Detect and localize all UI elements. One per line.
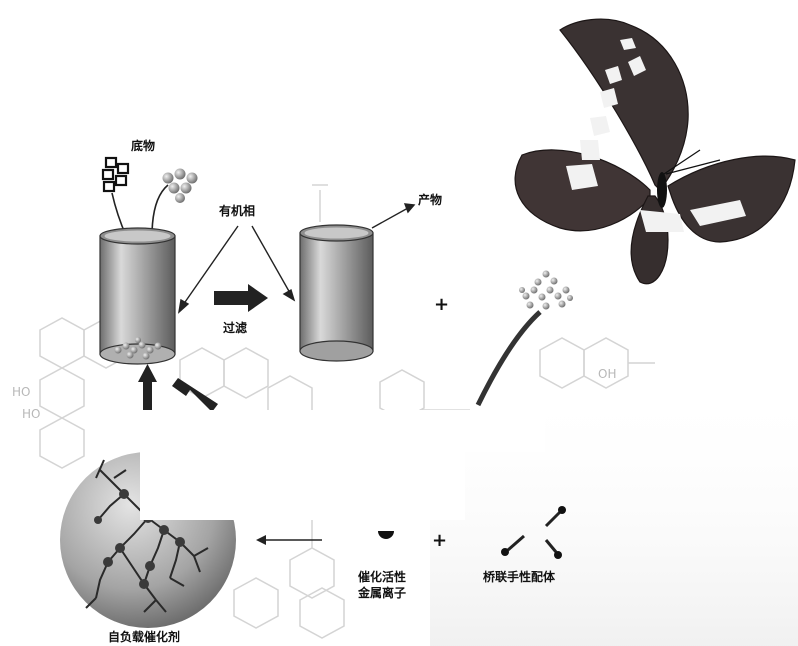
product-label: 产物 [418,192,442,207]
hydroxyl-label-3: OH [598,367,616,381]
butterfly-icon [515,19,795,284]
filter-label: 过滤 [223,320,247,335]
reactor-vessel-right [300,225,373,361]
nanoparticle-cluster-icon [519,271,573,310]
product-pointer [372,204,414,228]
substrate-squares-icon [103,158,128,191]
metal-ion-label-line1: 催化活性 [358,569,406,584]
catalyst-label: 自负载催化剂 [108,629,180,644]
plus-sign-1: + [434,294,449,315]
filter-arrow [214,284,268,312]
hydroxyl-label-1: HO [12,385,30,399]
plus-sign-2: + [432,530,447,551]
organic-phase-label: 有机相 [219,203,255,218]
substrate-label: 底物 [131,138,155,153]
reactor-vessel-left [100,228,175,364]
chiral-ligand-label: 桥联手性配体 [483,569,556,584]
hydroxyl-label-2: HO [22,407,40,421]
metal-ion-label-line2: 金属离子 [357,585,406,600]
metal-ion-icon [378,531,394,539]
